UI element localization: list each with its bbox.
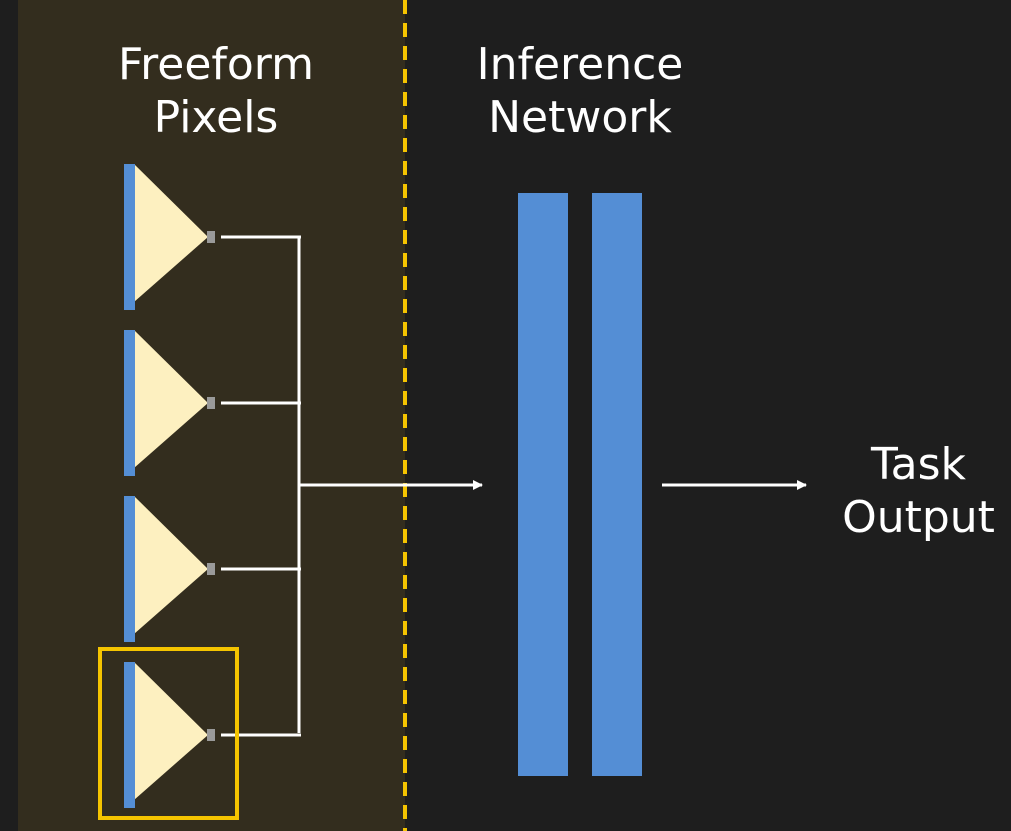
inference-network-title-line-2: Network: [488, 92, 672, 143]
freeform-pixels-title-line-2: Pixels: [153, 92, 279, 143]
freeform-pixel: [124, 330, 301, 476]
inference-network-layers: [518, 193, 642, 776]
freeform-pixel: [124, 496, 301, 642]
inference-network-title-line-1: Inference: [476, 39, 684, 90]
pixel-aperture-bar: [124, 662, 135, 808]
network-layer-bar: [518, 193, 568, 776]
pixel-sensor-triangle: [134, 662, 208, 800]
freeform-pixels-title-line-1: Freeform: [118, 39, 314, 90]
pixel-sensor-triangle: [134, 330, 208, 468]
freeform-pixel: [98, 647, 301, 820]
pixel-readout-nub: [207, 729, 215, 741]
inference-network-title: Inference Network: [455, 38, 705, 144]
freeform-pixels-title: Freeform Pixels: [96, 38, 336, 144]
task-output-label: Task Output: [826, 438, 1011, 544]
pixel-readout-nub: [207, 563, 215, 575]
pixel-aperture-bar: [124, 330, 135, 476]
pixel-sensor-triangle: [134, 496, 208, 634]
freeform-pixel: [124, 164, 301, 310]
highlighted-pixel-box: [98, 647, 239, 820]
freeform-pixels-group: [98, 164, 301, 820]
freeform-pixels-panel: [18, 0, 405, 831]
pixel-readout-nub: [207, 231, 215, 243]
pixel-aperture-bar: [124, 496, 135, 642]
pixel-aperture-bar: [124, 164, 135, 310]
pixel-readout-nub: [207, 397, 215, 409]
network-layer-bar: [592, 193, 642, 776]
pixel-sensor-triangle: [134, 164, 208, 302]
task-output-label-line-2: Output: [842, 492, 995, 543]
task-output-label-line-1: Task: [871, 439, 966, 490]
